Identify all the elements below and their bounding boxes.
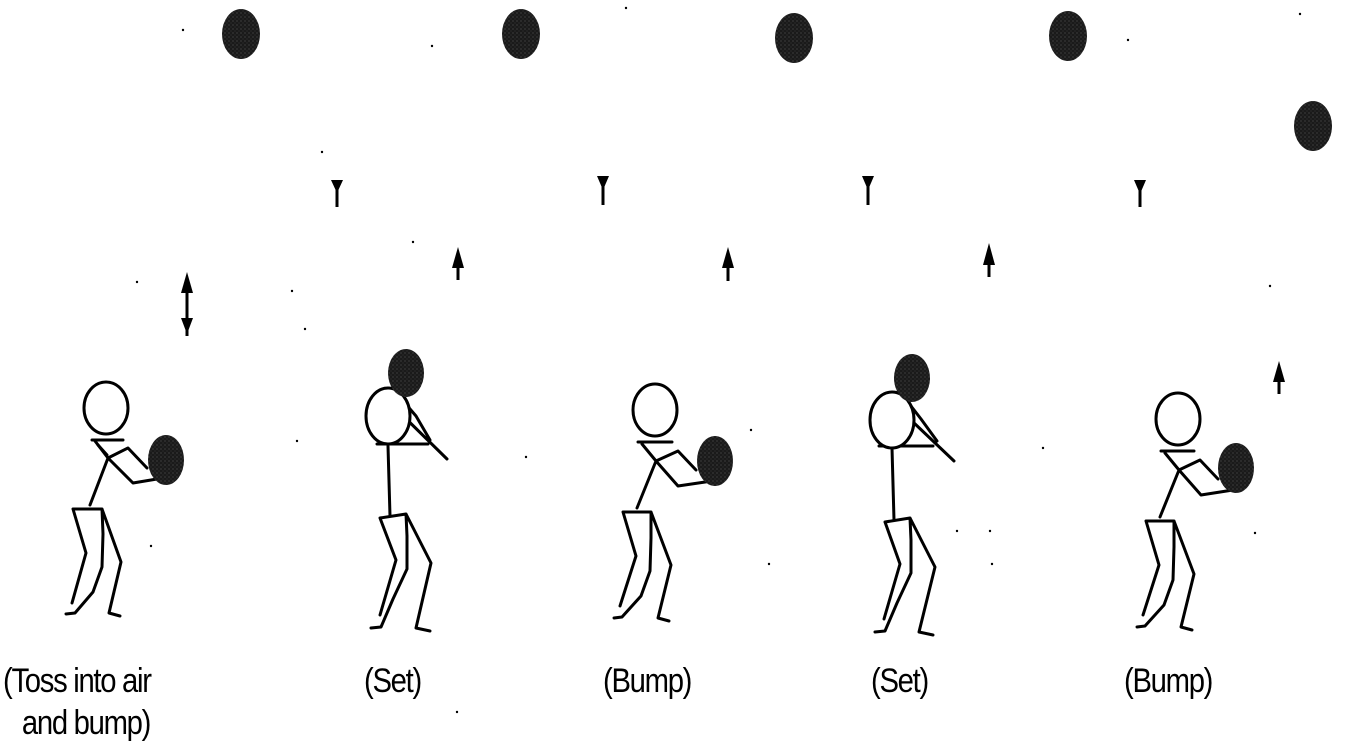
down-arrow-icon [1134, 180, 1146, 207]
caption-toss-and-bump: (Toss into air and bump) [3, 660, 152, 744]
head [868, 390, 916, 450]
scan-specks [135, 6, 1302, 714]
double-arrow-icon [181, 272, 193, 336]
down-arrow-icon [331, 180, 343, 207]
down-arrow-icon [862, 176, 874, 205]
caption-set-1: (Set) [364, 662, 422, 700]
figure-5-bump [1135, 391, 1254, 632]
down-arrow-icon [597, 176, 609, 205]
up-arrow-icon [722, 247, 734, 281]
ball-icon [697, 436, 733, 486]
ball-icon [1294, 101, 1332, 151]
up-arrow-icon [1273, 361, 1285, 394]
ball-icon [894, 354, 930, 402]
head [1154, 391, 1202, 447]
caption-bump-1: (Bump) [603, 662, 692, 700]
head [82, 380, 130, 436]
ball-icon [502, 9, 540, 59]
flight-arrows [181, 176, 1285, 394]
ball-icon [1218, 443, 1254, 493]
caption-set-2: (Set) [871, 662, 929, 700]
head [631, 382, 679, 438]
figure-1-bump [64, 380, 184, 618]
ball-icon [775, 13, 813, 63]
ball-icon [388, 349, 424, 397]
ball-icon [148, 435, 184, 485]
ball-icon [222, 9, 260, 59]
caption-bump-2: (Bump) [1124, 662, 1213, 700]
caption-line-2: and bump) [21, 704, 151, 742]
caption-line-1: (Toss into air [3, 662, 152, 700]
up-arrow-icon [983, 243, 995, 277]
figure-4-set [868, 354, 956, 637]
head [364, 386, 412, 446]
ball-icon [1049, 11, 1087, 61]
figure-2-set [364, 349, 449, 633]
up-arrow-icon [452, 247, 464, 280]
overhead-balls [222, 9, 1332, 151]
figure-3-bump [612, 382, 733, 623]
